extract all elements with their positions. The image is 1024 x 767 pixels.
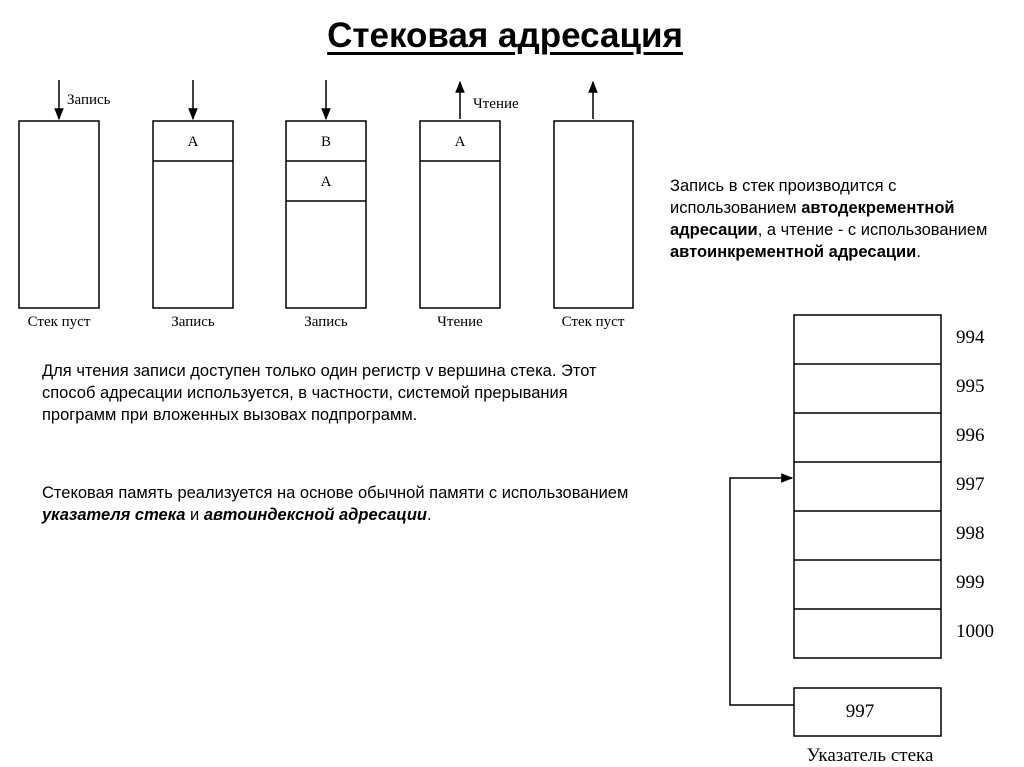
memory-address: 995	[956, 376, 985, 397]
stack-cell: A	[455, 134, 466, 150]
stack-box	[553, 120, 634, 309]
bold-italic-term: указателя стека	[42, 506, 186, 524]
arrow-label: Запись	[67, 92, 111, 108]
text-fragment: Стековая память реализуется на основе об…	[42, 484, 629, 502]
stack-box	[152, 120, 234, 309]
memory-address: 1000	[956, 621, 994, 642]
bold-term: автодекрементной адресации	[670, 199, 955, 239]
pointer-value: 997	[846, 701, 875, 722]
bold-italic-term: автоиндексной адресации	[203, 506, 427, 524]
stack-pointer: 997 Указатель стека	[729, 473, 942, 766]
stack-write-a: A Запись	[152, 80, 234, 330]
memory-address: 997	[956, 474, 985, 495]
page-title: Стековая адресация	[327, 16, 683, 55]
left-paragraph-1: Для чтения записи доступен только один р…	[42, 362, 597, 424]
stack-box	[18, 120, 100, 309]
text-fragment: Запись в стек производится с использован…	[670, 177, 897, 217]
left-paragraph-2: Стековая память реализуется на основе об…	[42, 482, 632, 526]
memory-address: 994	[956, 327, 985, 348]
stack-caption: Запись	[171, 314, 215, 330]
stack-cell: B	[321, 134, 331, 150]
stack-caption: Стек пуст	[28, 314, 91, 330]
pointer-box	[793, 687, 942, 737]
right-paragraph: Запись в стек производится с использован…	[670, 175, 1000, 263]
text-fragment: , а чтение - с использованием	[757, 221, 988, 239]
pointer-arrow	[729, 473, 794, 706]
stack-write-b: B A Запись	[285, 80, 367, 330]
memory-address: 999	[956, 572, 985, 593]
memory-address: 996	[956, 425, 985, 446]
stack-box	[419, 120, 501, 309]
stack-caption: Чтение	[437, 314, 483, 330]
stack-empty-2: Стек пуст	[553, 80, 634, 330]
stack-caption: Стек пуст	[562, 314, 625, 330]
stack-read-a: Чтение A Чтение	[419, 80, 519, 330]
memory-column: 994 995 996 997 998 999 1000	[793, 314, 994, 659]
stack-box	[285, 120, 367, 309]
bold-term: автоинкрементной адресации	[670, 243, 917, 261]
stack-caption: Запись	[304, 314, 348, 330]
text-fragment: .	[916, 243, 921, 261]
arrow-label: Чтение	[473, 96, 519, 112]
stack-cell: A	[188, 134, 199, 150]
stack-cell: A	[321, 174, 332, 190]
pointer-label: Указатель стека	[807, 745, 934, 766]
memory-block	[793, 314, 942, 659]
memory-address: 998	[956, 523, 985, 544]
text-fragment: .	[427, 506, 432, 524]
text-fragment: и	[185, 506, 204, 524]
stack-empty-1: Запись Стек пуст	[18, 80, 111, 330]
